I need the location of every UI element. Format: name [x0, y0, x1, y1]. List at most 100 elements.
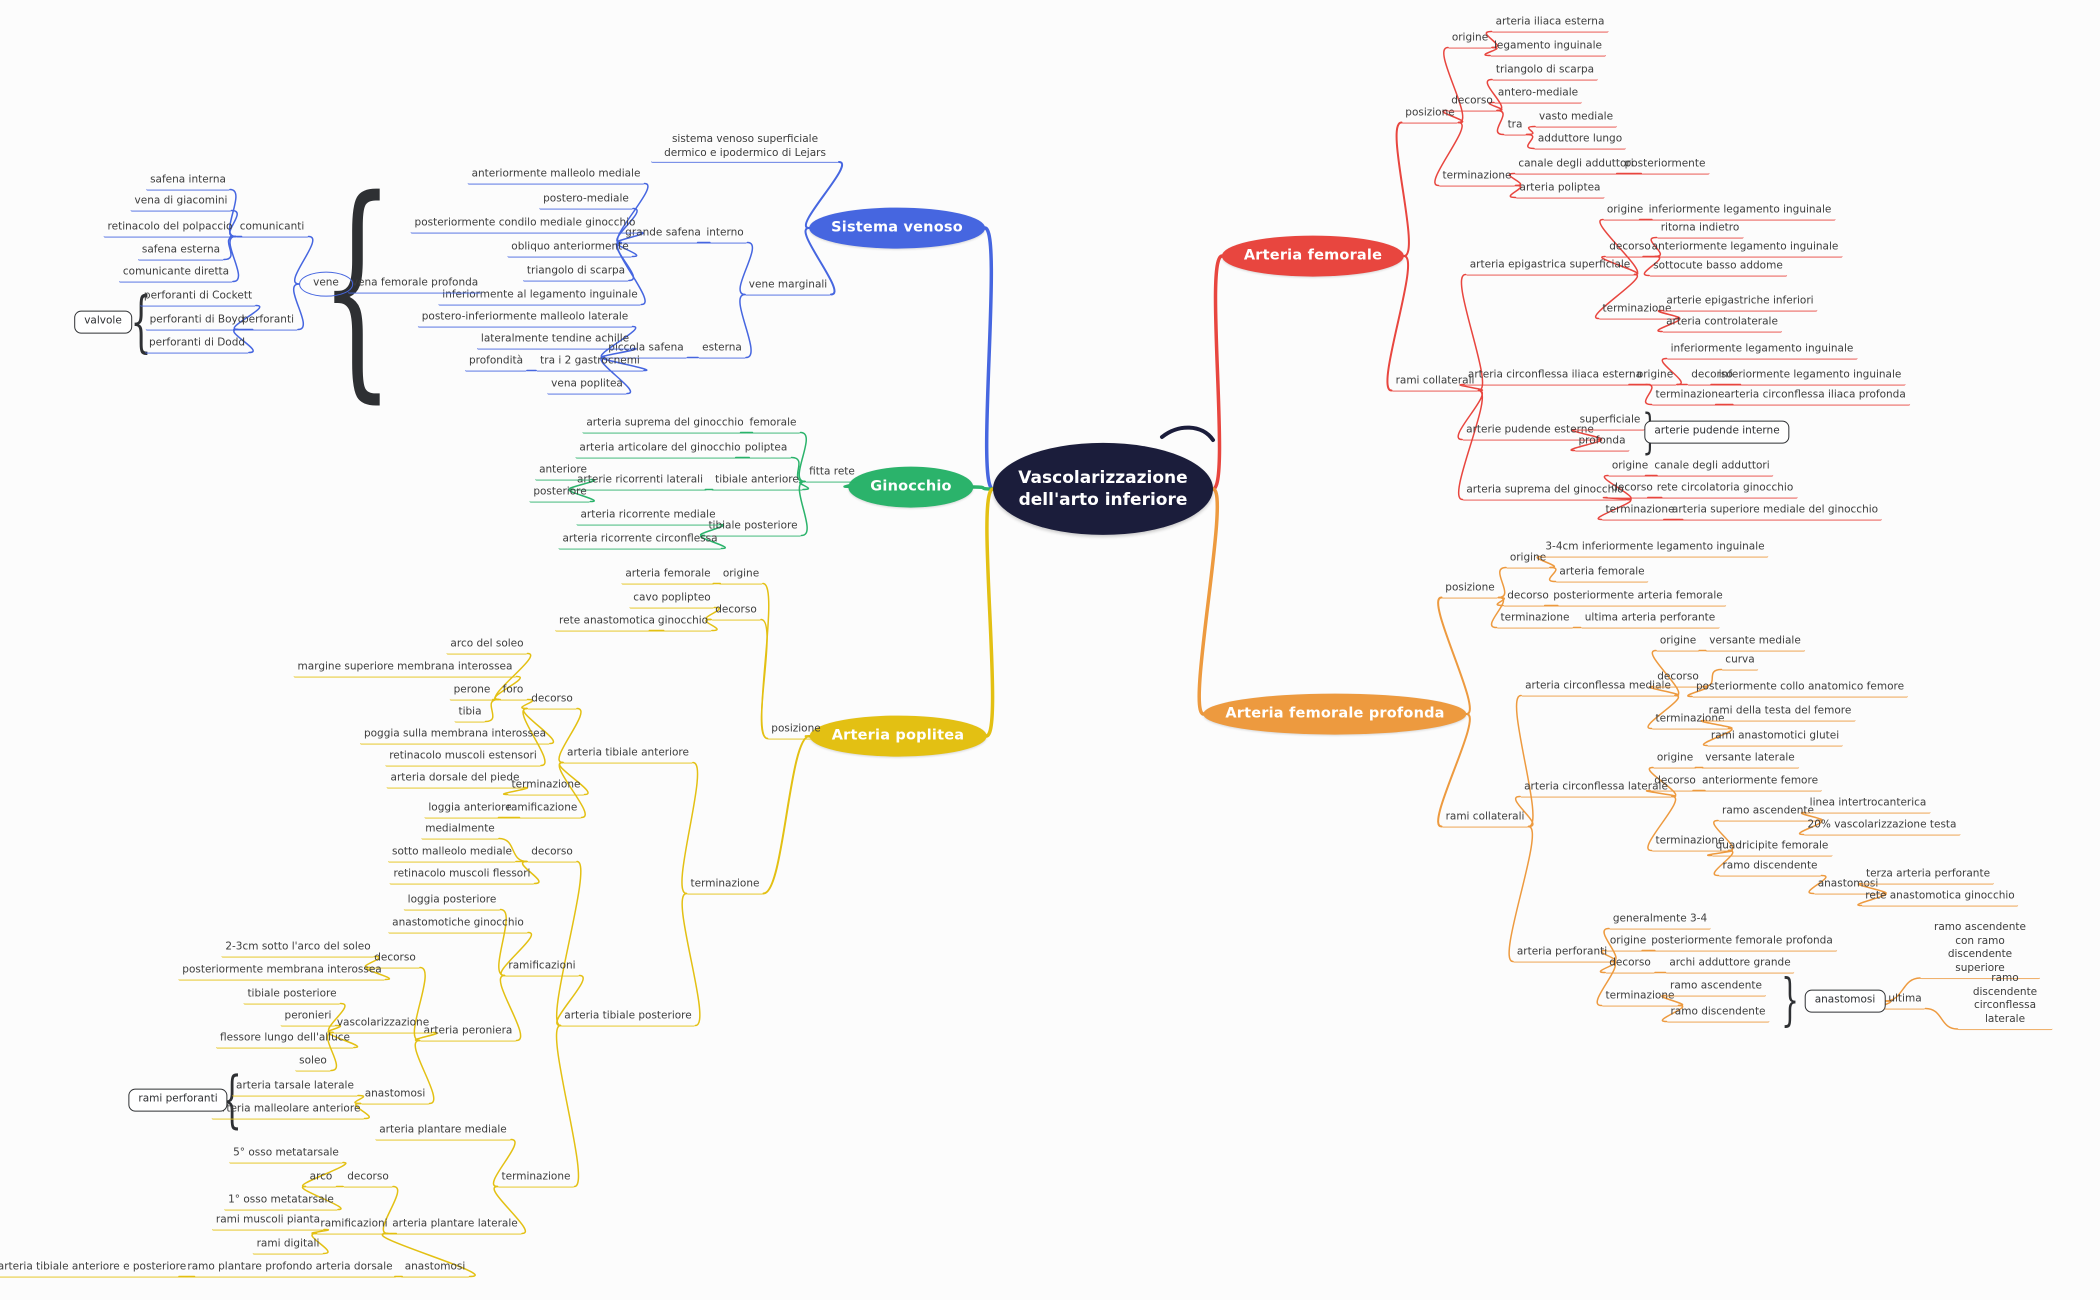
node-aes-d2[interactable]: anteriormente legamento inguinale — [1647, 241, 1843, 258]
node-acl-t3a[interactable]: anastomosi — [1813, 878, 1883, 895]
node-af-t2[interactable]: arteria poliptea — [1515, 182, 1605, 199]
node-acl-t1a[interactable]: linea intertrocanterica — [1805, 797, 1931, 814]
node-per-vasc[interactable]: vascolarizzazione — [332, 1017, 434, 1034]
node-af-o1[interactable]: arteria iliaca esterna — [1491, 16, 1609, 33]
node-acm-term[interactable]: terminazione — [1651, 713, 1729, 730]
node-acm-decorso[interactable]: decorso — [1653, 671, 1703, 688]
node-aperf[interactable]: arteria perforanti — [1512, 946, 1612, 963]
topic-arteria-femorale-profonda[interactable]: Arteria femorale profonda — [1203, 693, 1467, 735]
node-aes[interactable]: arteria epigastrica superficiale — [1465, 259, 1635, 276]
node-afp-posizione[interactable]: posizione — [1441, 582, 1499, 599]
node-aperf-term[interactable]: terminazione — [1601, 990, 1679, 1007]
node-acm-t1[interactable]: rami della testa del femore — [1704, 705, 1856, 722]
node-af-d3b[interactable]: adduttore lungo — [1533, 133, 1627, 150]
node-acm-d1[interactable]: curva — [1721, 654, 1759, 671]
node-af-decorso[interactable]: decorso — [1447, 95, 1497, 112]
node-perf-1[interactable]: perforanti di Cockett — [139, 290, 257, 307]
callout-pudende-interne[interactable]: arterie pudende interne — [1644, 420, 1790, 444]
node-aperf-t2[interactable]: ramo discendente — [1666, 1006, 1770, 1023]
node-g-ta1[interactable]: arterie ricorrenti laterali — [572, 474, 708, 491]
node-an-1[interactable]: ramo ascendente con ramo discendente sup… — [1920, 921, 2040, 979]
node-perf-2[interactable]: perforanti di Boyd — [145, 314, 249, 331]
node-gs-5[interactable]: triangolo di scarpa — [522, 265, 630, 282]
node-acl-o1[interactable]: versante laterale — [1701, 752, 1799, 769]
node-ps-1[interactable]: postero-inferiormente malleolo laterale — [417, 311, 633, 328]
node-ps-4[interactable]: vena poplitea — [547, 378, 627, 395]
node-gs-6[interactable]: inferiormente al legamento inguinale — [438, 289, 642, 306]
node-acie-term[interactable]: terminazione — [1651, 389, 1729, 406]
node-afp-d1[interactable]: posteriormente arteria femorale — [1549, 590, 1727, 607]
node-af-d2[interactable]: antero-mediale — [1493, 87, 1583, 104]
node-g-tib-ant[interactable]: tibiale anteriore — [711, 474, 803, 491]
node-atp-r1[interactable]: loggia posteriore — [403, 894, 501, 911]
node-acl-t3[interactable]: ramo discendente — [1718, 860, 1822, 877]
node-apl-anast[interactable]: anastomosi — [400, 1261, 470, 1278]
callout-anastomosi-box[interactable]: anastomosi — [1804, 989, 1886, 1013]
node-aes-o1[interactable]: inferiormente legamento inguinale — [1644, 204, 1836, 221]
node-asg-t1[interactable]: arteria superiore mediale del ginocchio — [1667, 504, 1883, 521]
node-aes-d1[interactable]: ritorna indietro — [1656, 222, 1744, 239]
node-aperf-o1[interactable]: posteriormente femorale profonda — [1647, 935, 1837, 952]
node-apl-r1[interactable]: rami muscoli pianta — [211, 1214, 325, 1231]
node-asg-decorso[interactable]: decorso — [1607, 482, 1657, 499]
node-arco-1[interactable]: 5° osso metatarsale — [229, 1147, 343, 1164]
node-acl-t3a1[interactable]: terza arteria perforante — [1861, 868, 1995, 885]
node-ap-decorso[interactable]: decorso — [711, 604, 761, 621]
node-ata-d3[interactable]: retinacolo muscoli estensori — [385, 750, 541, 767]
node-apl-a1[interactable]: ramo plantare profondo arteria dorsale — [183, 1261, 397, 1278]
node-ata-d2[interactable]: poggia sulla membrana interossea — [359, 728, 551, 745]
node-ap-origine[interactable]: origine — [718, 568, 764, 585]
node-atp[interactable]: arteria tibiale posteriore — [560, 1010, 696, 1027]
node-g-femorale[interactable]: femorale — [745, 417, 801, 434]
node-acl-t1[interactable]: ramo ascendente — [1718, 805, 1818, 822]
node-arco-2[interactable]: 1° osso metatarsale — [224, 1194, 338, 1211]
node-atp-r2[interactable]: anastomotiche ginocchio — [388, 917, 528, 934]
node-grande-safena[interactable]: grande safena — [621, 227, 705, 244]
node-apl-ram[interactable]: ramificazioni — [316, 1218, 392, 1235]
node-acl-decorso[interactable]: decorso — [1650, 775, 1700, 792]
node-aperf-1[interactable]: generalmente 3-4 — [1608, 913, 1712, 930]
node-com-5[interactable]: comunicante diretta — [118, 266, 234, 283]
node-apl-decorso[interactable]: decorso — [343, 1171, 393, 1188]
node-ap-d1[interactable]: cavo poplipteo — [629, 592, 715, 609]
node-interno[interactable]: interno — [702, 227, 748, 244]
node-foro-3[interactable]: perone — [449, 684, 495, 701]
node-per-d2[interactable]: posteriormente membrana interossea — [178, 964, 386, 981]
node-apl-r2[interactable]: rami digitali — [252, 1238, 324, 1255]
node-acm-o1[interactable]: versante mediale — [1705, 635, 1805, 652]
node-foro-4[interactable]: tibia — [454, 706, 486, 723]
node-ap-d2[interactable]: ginocchio — [653, 615, 713, 632]
node-ata-decorso[interactable]: decorso — [527, 693, 577, 710]
node-afp-o2[interactable]: arteria femorale — [1555, 566, 1649, 583]
node-ata-t1[interactable]: arteria dorsale del piede — [386, 772, 524, 789]
node-acl-d1[interactable]: anteriormente femore — [1697, 775, 1823, 792]
node-ape[interactable]: arterie pudende esterne — [1462, 424, 1598, 441]
node-ata-ram[interactable]: ramificazione — [502, 802, 582, 819]
node-per-a1[interactable]: arteria tarsale laterale — [232, 1080, 358, 1097]
node-aes-decorso[interactable]: decorso — [1605, 241, 1655, 258]
node-g-tp1[interactable]: arteria ricorrente mediale — [576, 509, 720, 526]
node-ps-2[interactable]: lateralmente tendine achille — [476, 333, 634, 350]
node-an-2a[interactable]: ramo discendente circonflessa laterale — [1957, 972, 2053, 1030]
node-ata[interactable]: arteria tibiale anteriore — [563, 747, 693, 764]
node-g-ta1b[interactable]: posteriore — [529, 486, 591, 503]
node-gs-2[interactable]: postero-mediale — [539, 193, 633, 210]
node-apl-a2[interactable]: arteria tibiale anteriore e posteriore — [0, 1261, 191, 1278]
node-peroniera[interactable]: arteria peroniera — [419, 1025, 517, 1042]
callout-valvole[interactable]: valvole — [74, 310, 132, 334]
node-g-tp2[interactable]: arteria ricorrente circonflessa — [558, 533, 722, 550]
node-af-origine[interactable]: origine — [1447, 32, 1493, 49]
node-acl-origine[interactable]: origine — [1652, 752, 1698, 769]
node-af-terminazione[interactable]: terminazione — [1438, 170, 1516, 187]
node-asg-o1[interactable]: canale degli adduttori — [1650, 460, 1774, 477]
node-atp-d1[interactable]: medialmente — [421, 823, 499, 840]
node-perforanti[interactable]: perforanti — [237, 314, 299, 331]
node-asg-term[interactable]: terminazione — [1601, 504, 1679, 521]
node-com-2[interactable]: vena di giacomini — [130, 195, 232, 212]
node-acm-d2[interactable]: posteriormente collo anatomico femore — [1691, 681, 1909, 698]
node-com-1[interactable]: safena interna — [146, 174, 230, 191]
node-af-d3[interactable]: tra — [1503, 119, 1527, 136]
node-acie-o1[interactable]: inferiormente legamento inguinale — [1666, 343, 1858, 360]
node-afp-term[interactable]: terminazione — [1496, 612, 1574, 629]
node-per-d1[interactable]: 2-3cm sotto l'arco del soleo — [221, 941, 375, 958]
